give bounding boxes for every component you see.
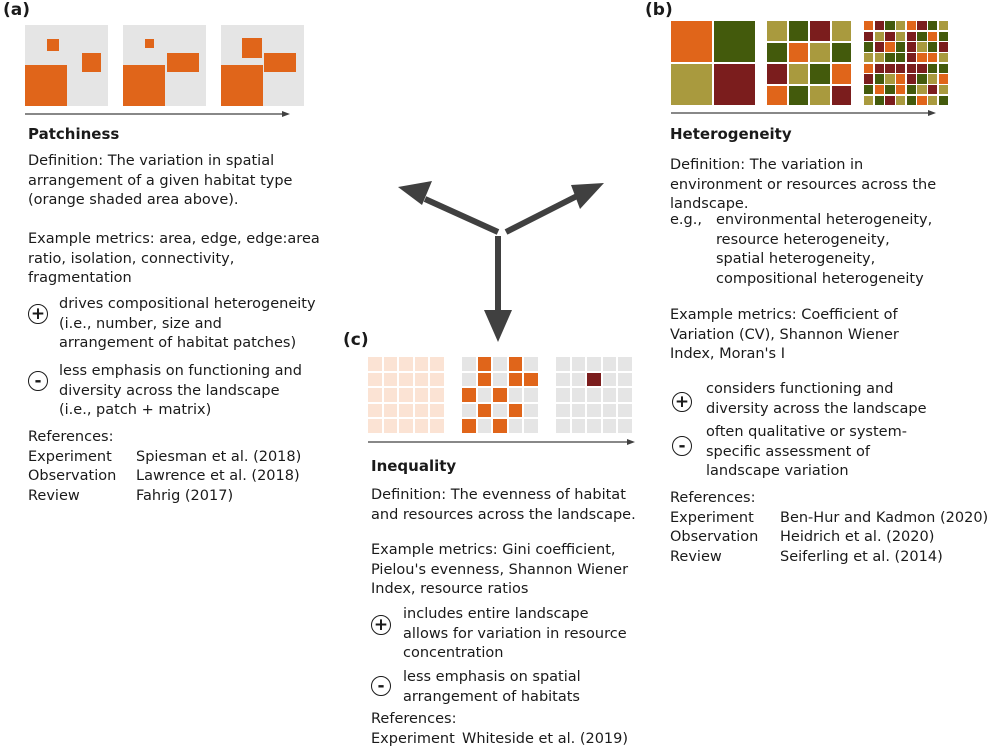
central-arrows (398, 181, 604, 342)
patchiness-timeline-arrowhead (282, 111, 290, 117)
inequality-timeline-arrowhead (627, 439, 635, 445)
arrowhead-to-heterogeneity (571, 183, 604, 209)
heterogeneity-timeline-arrowhead (928, 110, 936, 116)
arrowhead-to-inequality (484, 310, 512, 342)
arrow-to-heterogeneity (506, 196, 577, 232)
arrow-to-patchiness (425, 199, 498, 232)
